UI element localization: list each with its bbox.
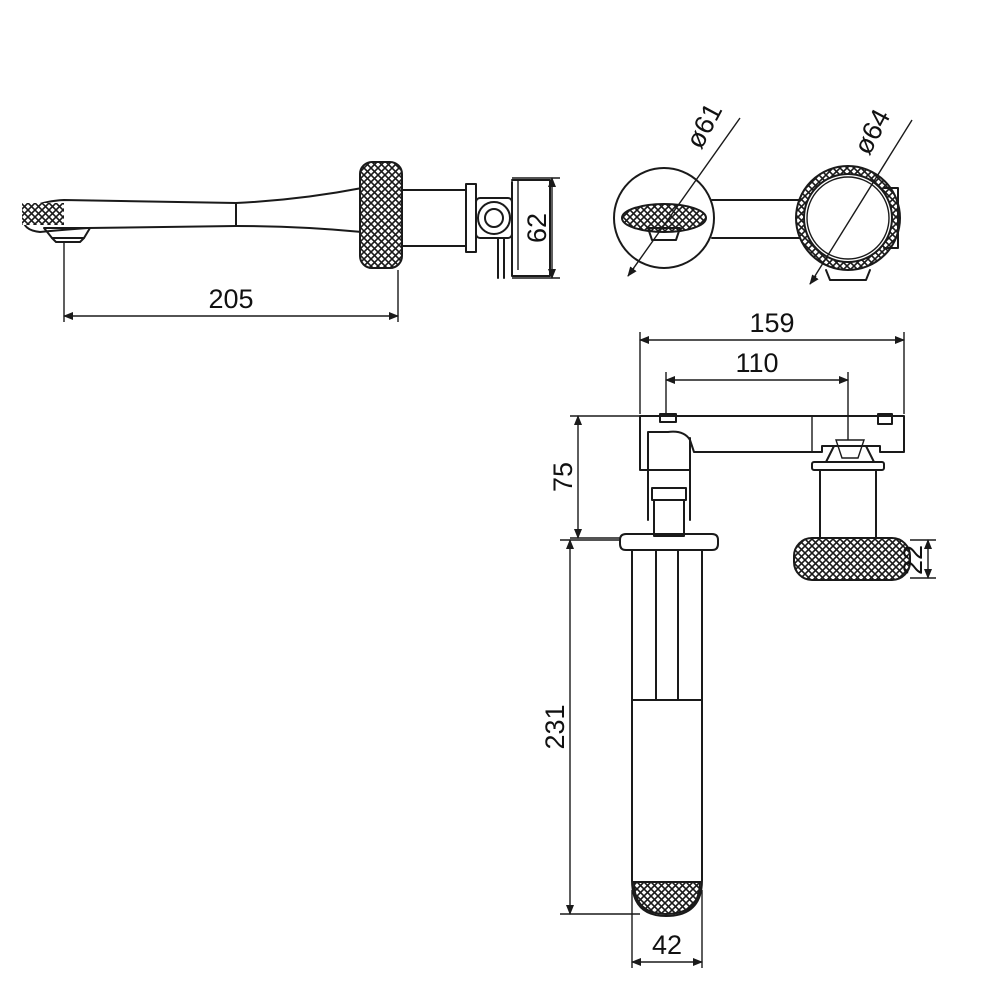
top-connector — [711, 199, 801, 239]
side-view — [22, 161, 551, 279]
dim-label-handle-thickness: 22 — [898, 545, 928, 575]
spout-tip — [22, 187, 363, 233]
spout-stem — [653, 499, 685, 537]
spout-aerator-front — [632, 881, 702, 916]
dim-61: ø61 — [627, 98, 741, 277]
handle-body — [819, 469, 877, 541]
flange — [465, 183, 477, 253]
aerator-mesh — [22, 203, 64, 225]
dim-label-total-width: 159 — [749, 308, 794, 338]
dim-75: 75 — [548, 415, 640, 539]
dim-label-handle-diameter: ø64 — [848, 104, 896, 159]
body-top — [639, 415, 905, 471]
front-view — [619, 413, 911, 917]
dim-label-spout-drop: 231 — [540, 704, 570, 749]
knurled-handle — [359, 161, 403, 269]
side-body — [401, 189, 467, 247]
dim-22: 22 — [898, 539, 936, 579]
dim-label-spout-length: 205 — [208, 284, 253, 314]
dim-205: 205 — [63, 242, 399, 322]
spout-outlet — [621, 203, 707, 233]
dim-label-body-height: 75 — [548, 462, 578, 492]
dim-110: 110 — [665, 348, 849, 440]
dim-label-spout-width: 42 — [652, 930, 682, 960]
spout-tube — [631, 549, 703, 917]
front-knurled-handle — [793, 537, 911, 581]
dim-159: 159 — [639, 308, 905, 414]
front-rosette — [619, 533, 719, 551]
dim-231: 231 — [540, 539, 640, 915]
valve-ring — [477, 201, 511, 235]
spout-rosette — [613, 167, 715, 269]
dim-label-side-height: 62 — [522, 213, 552, 243]
top-view — [613, 165, 901, 281]
dim-62: 62 — [512, 177, 560, 279]
handle-face — [803, 173, 893, 263]
dim-42: 42 — [631, 890, 703, 968]
dim-label-center-distance: 110 — [735, 348, 778, 378]
